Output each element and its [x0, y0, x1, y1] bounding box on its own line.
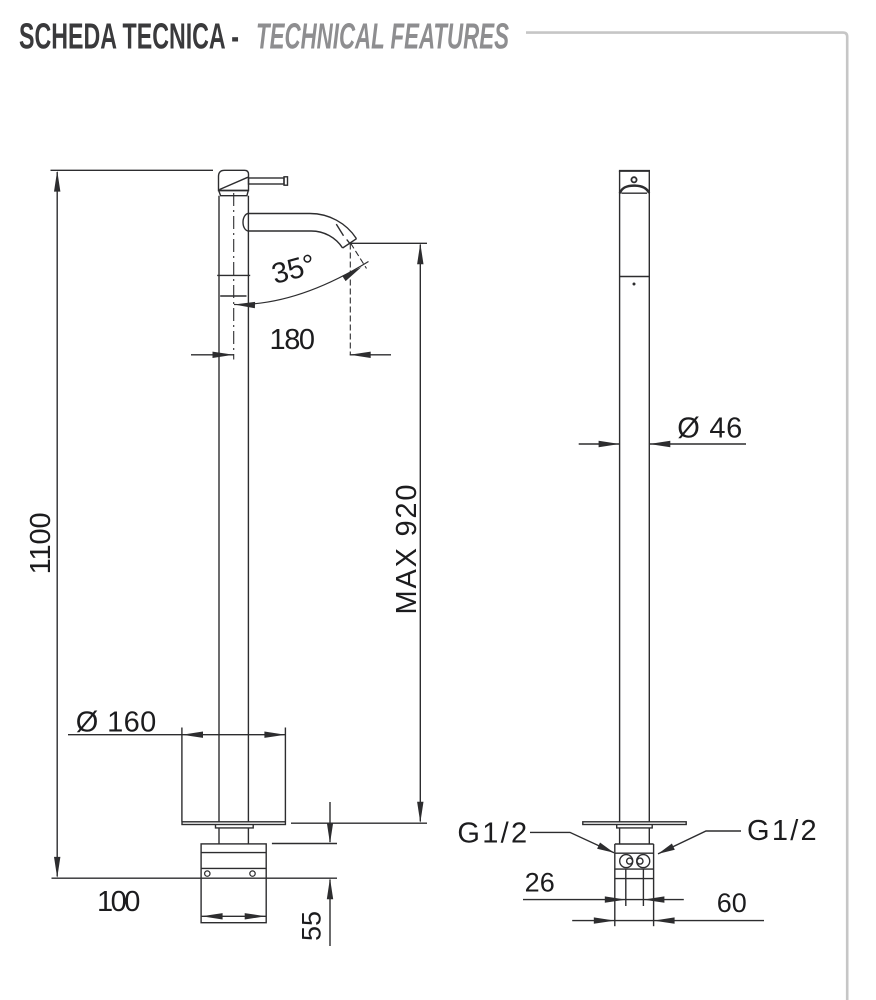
svg-text:MAX 920: MAX 920 [391, 485, 423, 615]
svg-text:Ø 160: Ø 160 [76, 707, 157, 739]
svg-text:60: 60 [717, 888, 747, 918]
svg-text:1100: 1100 [25, 512, 57, 574]
svg-text:35°: 35° [268, 249, 319, 291]
svg-text:180: 180 [270, 324, 316, 356]
svg-text:100: 100 [97, 886, 141, 918]
svg-text:TECHNICAL FEATURES: TECHNICAL FEATURES [256, 17, 509, 57]
svg-text:26: 26 [525, 868, 555, 898]
svg-text:55: 55 [297, 911, 327, 941]
svg-text:G1/2: G1/2 [747, 815, 817, 847]
svg-text:SCHEDA TECNICA -: SCHEDA TECNICA - [19, 16, 239, 57]
svg-text:G1/2: G1/2 [457, 818, 527, 850]
svg-text:Ø 46: Ø 46 [677, 413, 742, 445]
